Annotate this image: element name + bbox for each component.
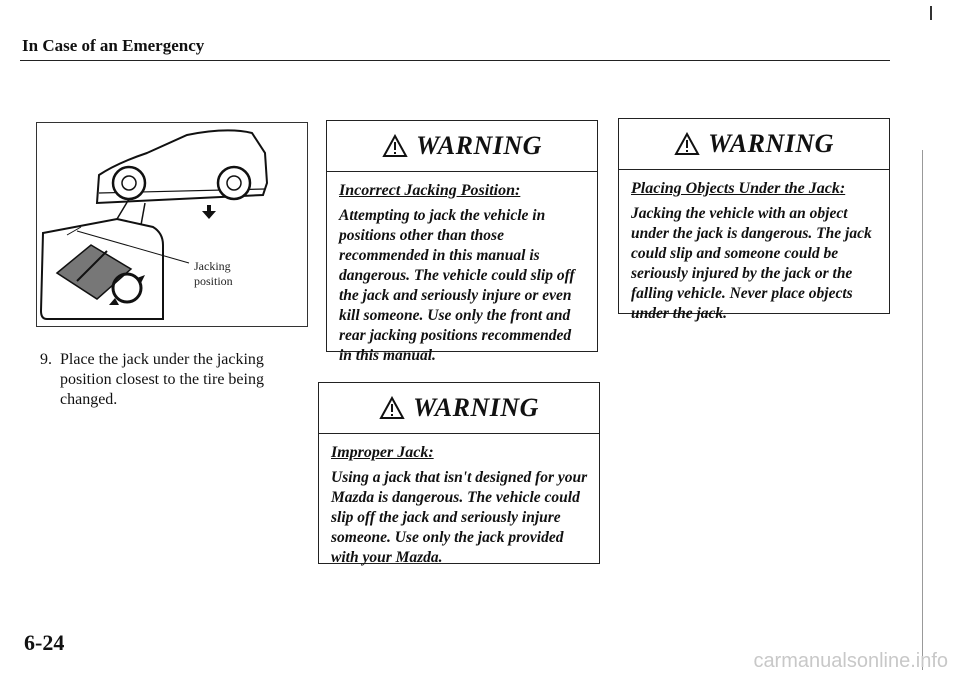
- warning-text: Jacking the vehicle with an object under…: [631, 205, 872, 322]
- warning-title: WARNING: [708, 129, 834, 158]
- header-divider: [20, 60, 890, 61]
- warning-title: WARNING: [416, 131, 542, 160]
- warning-subtitle: Incorrect Jacking Position:: [339, 182, 521, 199]
- page-number: 6-24: [24, 630, 65, 655]
- corner-mark: [930, 6, 932, 20]
- warning-incorrect-jacking-position: WARNING Incorrect Jacking Position: Atte…: [326, 120, 598, 364]
- warning-placing-objects-under-jack: WARNING Placing Objects Under the Jack: …: [618, 118, 890, 322]
- warning-title: WARNING: [413, 393, 539, 422]
- warning-triangle-icon: [382, 134, 408, 157]
- warning-triangle-icon: [674, 132, 700, 155]
- warning-subtitle: Placing Objects Under the Jack:: [631, 180, 846, 197]
- step-number: 9.: [40, 351, 52, 368]
- warning-triangle-icon: [379, 396, 405, 419]
- step-text: Place the jack under the jacking positio…: [60, 351, 264, 408]
- label-line-2: position: [194, 274, 233, 288]
- minivan-jack-illustration: [39, 129, 269, 320]
- warning-header: WARNING: [327, 121, 597, 172]
- watermark: carmanualsonline.info: [753, 650, 948, 672]
- page-header-title: In Case of an Emergency: [22, 36, 205, 55]
- warning-header: WARNING: [319, 383, 599, 434]
- jacking-position-label: Jacking position: [194, 259, 233, 289]
- warning-improper-jack: WARNING Improper Jack: Using a jack that…: [318, 382, 600, 566]
- warning-text: Attempting to jack the vehicle in positi…: [339, 207, 575, 364]
- right-margin-rule: [922, 150, 923, 670]
- warning-subtitle: Improper Jack:: [331, 444, 434, 461]
- warning-header: WARNING: [619, 119, 889, 170]
- jacking-position-figure: Jacking position: [36, 122, 308, 327]
- warning-text: Using a jack that isn't designed for you…: [331, 469, 588, 566]
- label-line-1: Jacking: [194, 259, 231, 273]
